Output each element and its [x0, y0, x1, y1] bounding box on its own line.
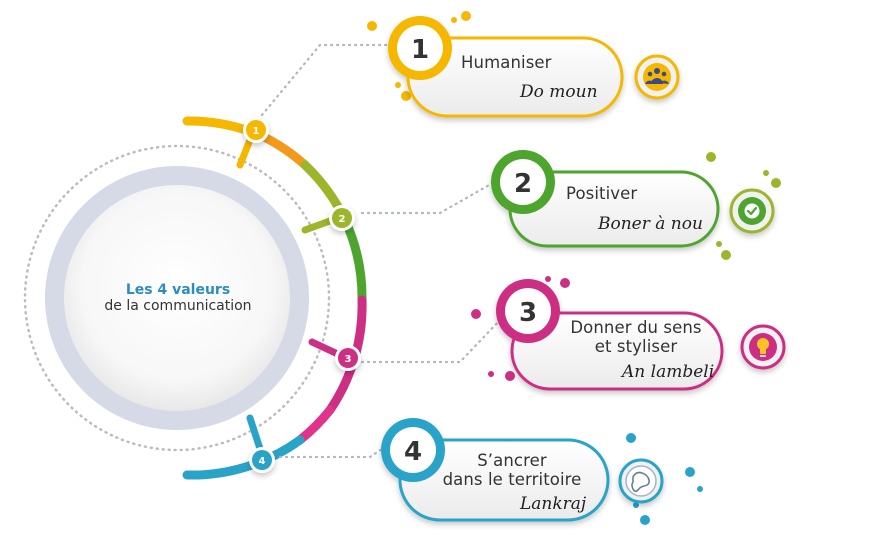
- center-title: Les 4 valeurs de la communication: [80, 282, 276, 314]
- dotted-connectors: [260, 43, 502, 459]
- callout-1: [388, 16, 680, 118]
- value-1-label: Humaniser: [461, 53, 552, 72]
- arc-marker-1-number: 1: [253, 126, 260, 137]
- people-icon: [645, 68, 669, 84]
- arc-segment-pink: [295, 405, 335, 445]
- value-3-label: Donner du sens et styliser: [561, 318, 711, 356]
- value-3-creole: An lambeli: [622, 362, 715, 382]
- island-map-icon: [631, 471, 650, 493]
- value-4-creole: Lankraj: [520, 494, 587, 514]
- center-title-bold: Les 4 valeurs: [125, 282, 231, 298]
- value-3-label-line-2: et styliser: [594, 337, 678, 356]
- value-1-creole: Do moun: [520, 82, 598, 102]
- dotted-guide-circle: [23, 144, 331, 452]
- arc-segment-orange: [257, 131, 310, 170]
- center-disc: [64, 185, 290, 411]
- decorative-dots: [367, 11, 781, 525]
- badge-1-number: 1: [411, 35, 429, 65]
- arc-segment-green: [340, 215, 367, 305]
- callout-2: [491, 150, 775, 248]
- value-4-label-line-2: dans le territoire: [442, 470, 582, 489]
- value-3-label-line-1: Donner du sens: [570, 318, 702, 337]
- value-4-label: S’ancrer dans le territoire: [437, 451, 587, 489]
- arc-marker-2-number: 2: [339, 214, 346, 225]
- arc-marker-1: [243, 117, 269, 143]
- value-2-creole: Boner à nou: [598, 214, 703, 234]
- badge-2-number: 2: [514, 169, 532, 199]
- arc-marker-3-number: 3: [345, 354, 352, 365]
- arc-marker-3: [335, 345, 361, 371]
- check-badge-icon: [744, 203, 760, 219]
- value-2-label: Positiver: [566, 184, 638, 203]
- arc-marker-4-number: 4: [259, 456, 266, 467]
- callout-4: [381, 418, 664, 522]
- callout-3: [496, 279, 786, 391]
- arc-segment-teal: [182, 435, 305, 480]
- center-title-rest: de la communication: [104, 298, 252, 314]
- arc-marker-2: [329, 205, 355, 231]
- value-4-label-line-1: S’ancrer: [477, 451, 547, 470]
- badge-3-number: 3: [519, 298, 537, 328]
- arc-marker-4: [249, 447, 275, 473]
- badge-4-number: 4: [404, 437, 422, 467]
- lightbulb-icon: [757, 338, 769, 357]
